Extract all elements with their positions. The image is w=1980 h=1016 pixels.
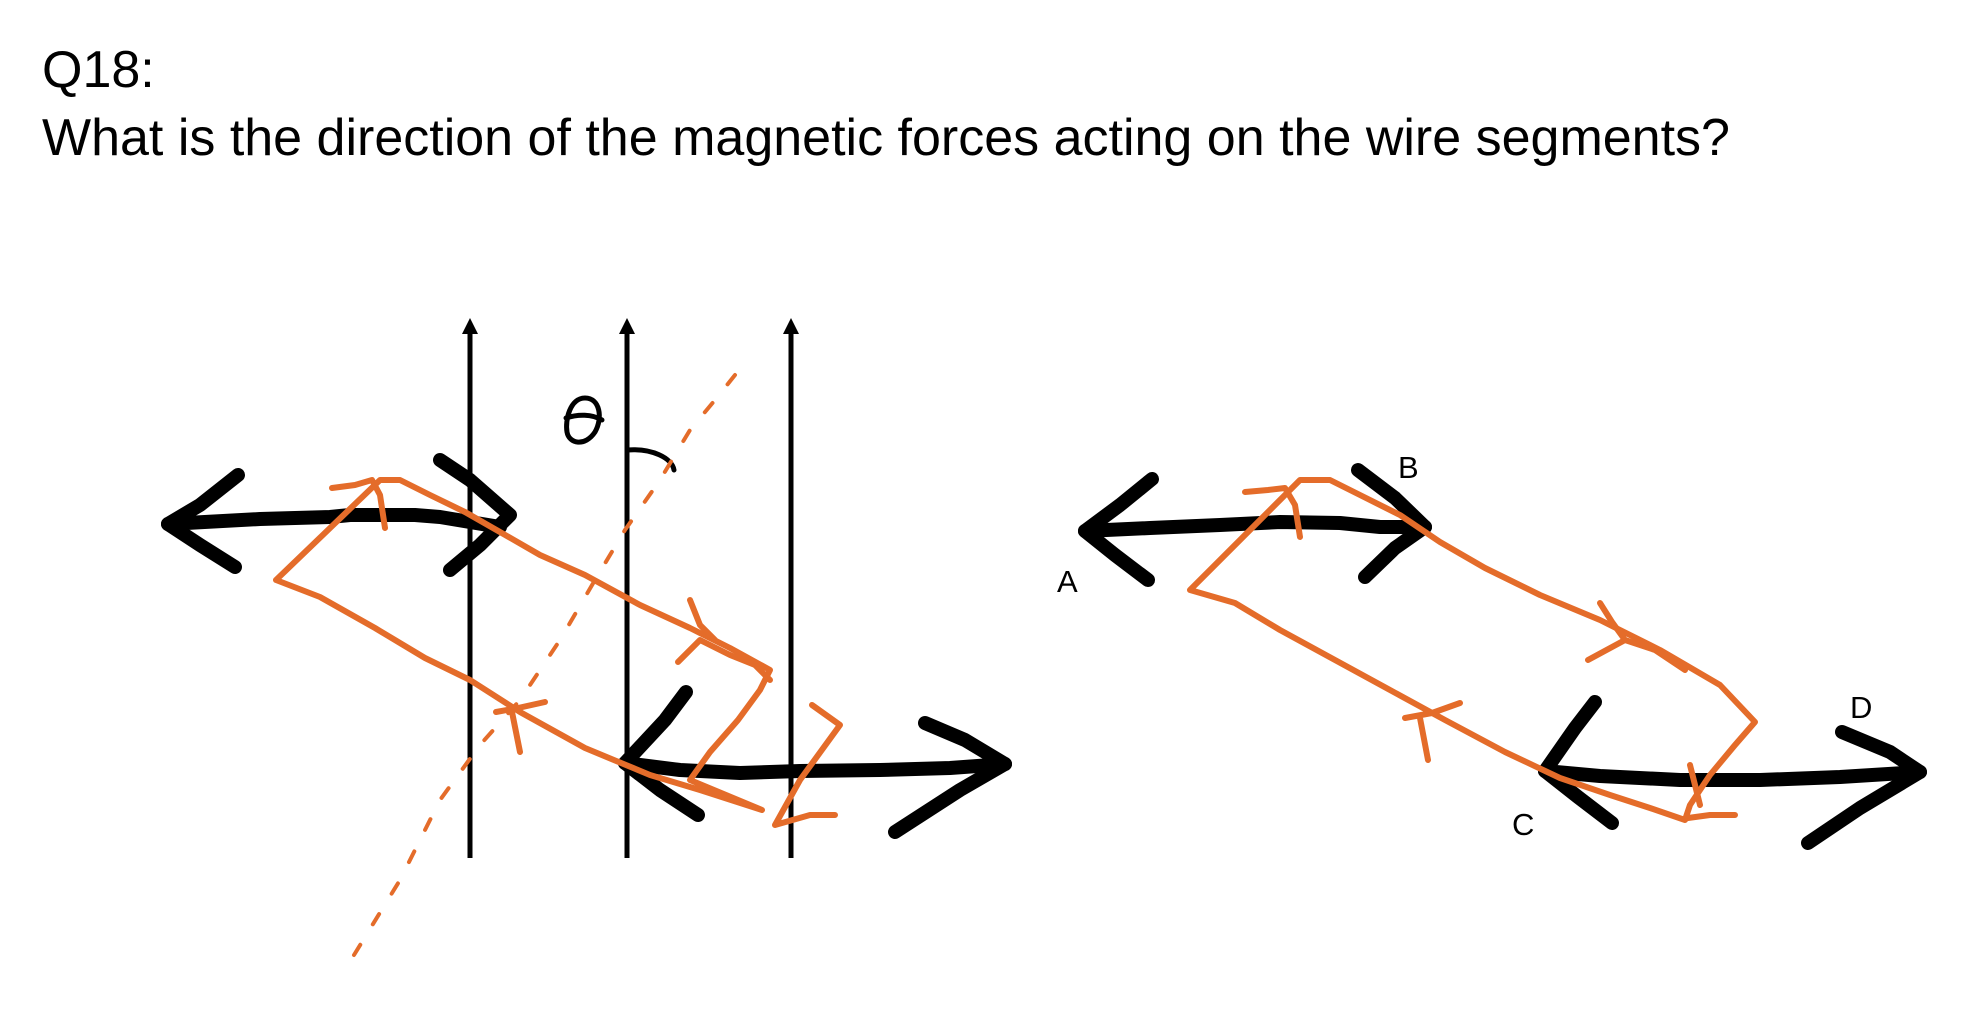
force-arrow-lower-left-head [1538,695,1619,830]
force-arrows-right [1078,463,1927,850]
force-arrow-bottom-left-head [618,685,705,822]
left-diagram [161,318,1012,957]
theta-symbol [563,395,605,445]
wire-loop-left [273,477,843,828]
force-arrow-upper-shaft [1078,515,1432,538]
force-arrow-lower-shaft [1538,764,1927,787]
angle-reference-dashed-line [352,373,737,957]
force-arrow-upper-right-head [1351,463,1432,584]
segment-label-b: B [1398,450,1419,485]
current-arrow-lower-right [1685,762,1738,821]
question-text: What is the direction of the magnetic fo… [42,109,1730,167]
force-arrows-left [161,453,1012,839]
force-arrow-left-head [161,468,245,574]
field-line-1-arrowhead [462,318,478,334]
force-arrow-bottom-shaft [618,756,1012,780]
current-arrow-right-side [1585,600,1688,673]
question-number: Q18: [42,41,155,99]
segment-label-d: D [1850,690,1872,725]
theta-angle-marker [352,373,737,957]
current-arrow-lower-left [493,699,548,755]
force-arrow-lower-right-head [1801,725,1927,850]
current-arrow-top [329,477,388,531]
wire-loop-outline [273,477,773,813]
field-line-2-arrowhead [619,318,635,334]
current-arrow-middle [675,597,773,683]
force-arrow-bottom-right-head [888,716,1012,839]
segment-label-a: A [1057,564,1078,599]
wire-loop-outline [1187,477,1758,823]
field-line-3-arrowhead [783,318,799,334]
current-arrow-b [1242,485,1303,540]
segment-label-c: C [1512,807,1534,842]
force-arrow-right-head [433,453,517,577]
current-arrow-lower-left [1402,700,1463,763]
angle-arc [624,447,677,473]
force-arrow-upper-left-head [1078,472,1159,587]
right-diagram: A B C D [1057,450,1927,850]
current-arrow-lower-right [772,702,843,828]
wire-loop-right [1187,477,1758,823]
